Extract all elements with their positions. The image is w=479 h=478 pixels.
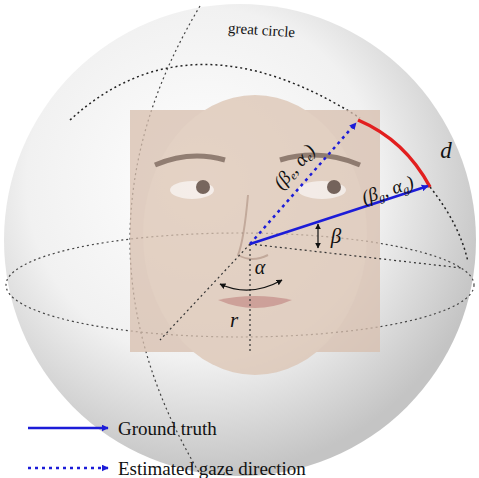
legend-text: Estimated gaze direction: [118, 459, 306, 478]
projection-line: [250, 244, 462, 268]
alpha-arc: [220, 280, 282, 290]
subscript: e: [287, 169, 300, 182]
subscript: g: [402, 182, 412, 196]
radius-line: [249, 244, 250, 352]
subscript: e: [303, 151, 316, 164]
face-photo: [130, 95, 380, 375]
legend-text: Ground truth: [118, 419, 217, 438]
subscript: g: [377, 190, 387, 204]
great-circle: [430, 187, 468, 262]
beta-arrow: [317, 224, 318, 248]
elevation-angle: β: [331, 226, 341, 247]
error-distance: d: [440, 139, 452, 162]
legend-dotted-arrow: [28, 467, 108, 470]
radius-label: r: [230, 310, 238, 331]
reference-line: [160, 244, 250, 340]
azimuth-angle: α: [255, 257, 266, 277]
sphere: [4, 4, 476, 476]
legend-solid-arrow: [28, 427, 108, 430]
